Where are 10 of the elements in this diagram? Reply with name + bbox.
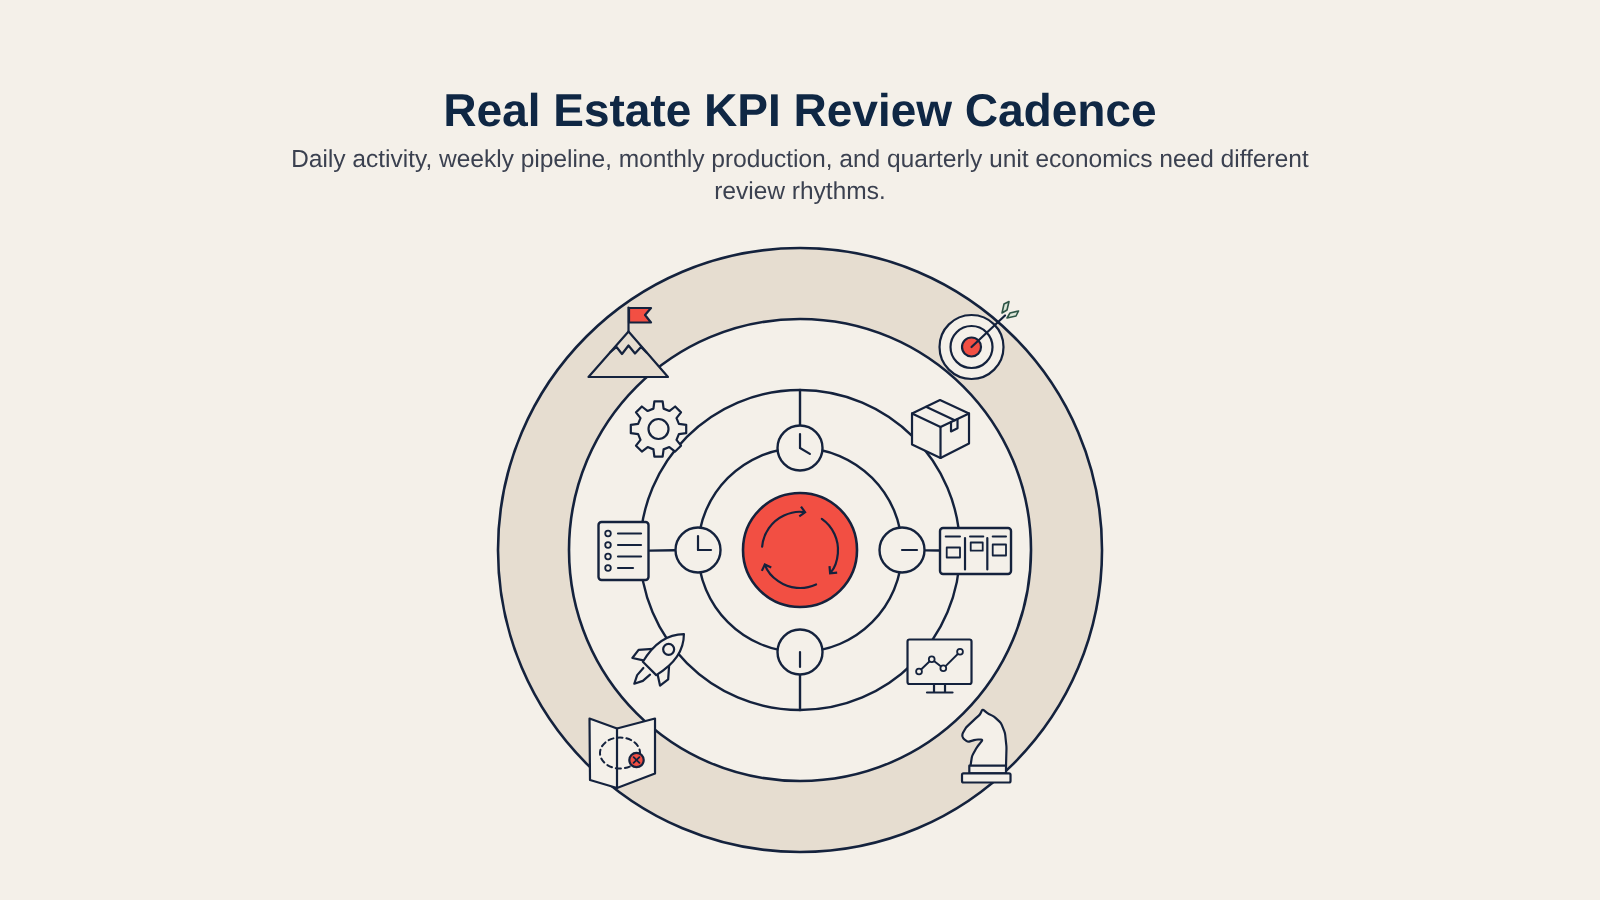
list-icon bbox=[597, 520, 650, 582]
clock-icon bbox=[674, 526, 722, 574]
connector-line bbox=[924, 549, 940, 552]
clock-icon bbox=[776, 628, 824, 676]
title: Real Estate KPI Review Cadence bbox=[446, 92, 1155, 127]
connector-line bbox=[648, 549, 676, 552]
subtitle: Daily activity, weekly pipeline, monthly production, and quarterly unit economics need different review rhythms. bbox=[293, 149, 1309, 205]
clock-icon bbox=[878, 526, 926, 574]
clock-icon bbox=[776, 424, 824, 472]
kanban-board-icon bbox=[938, 526, 1013, 576]
